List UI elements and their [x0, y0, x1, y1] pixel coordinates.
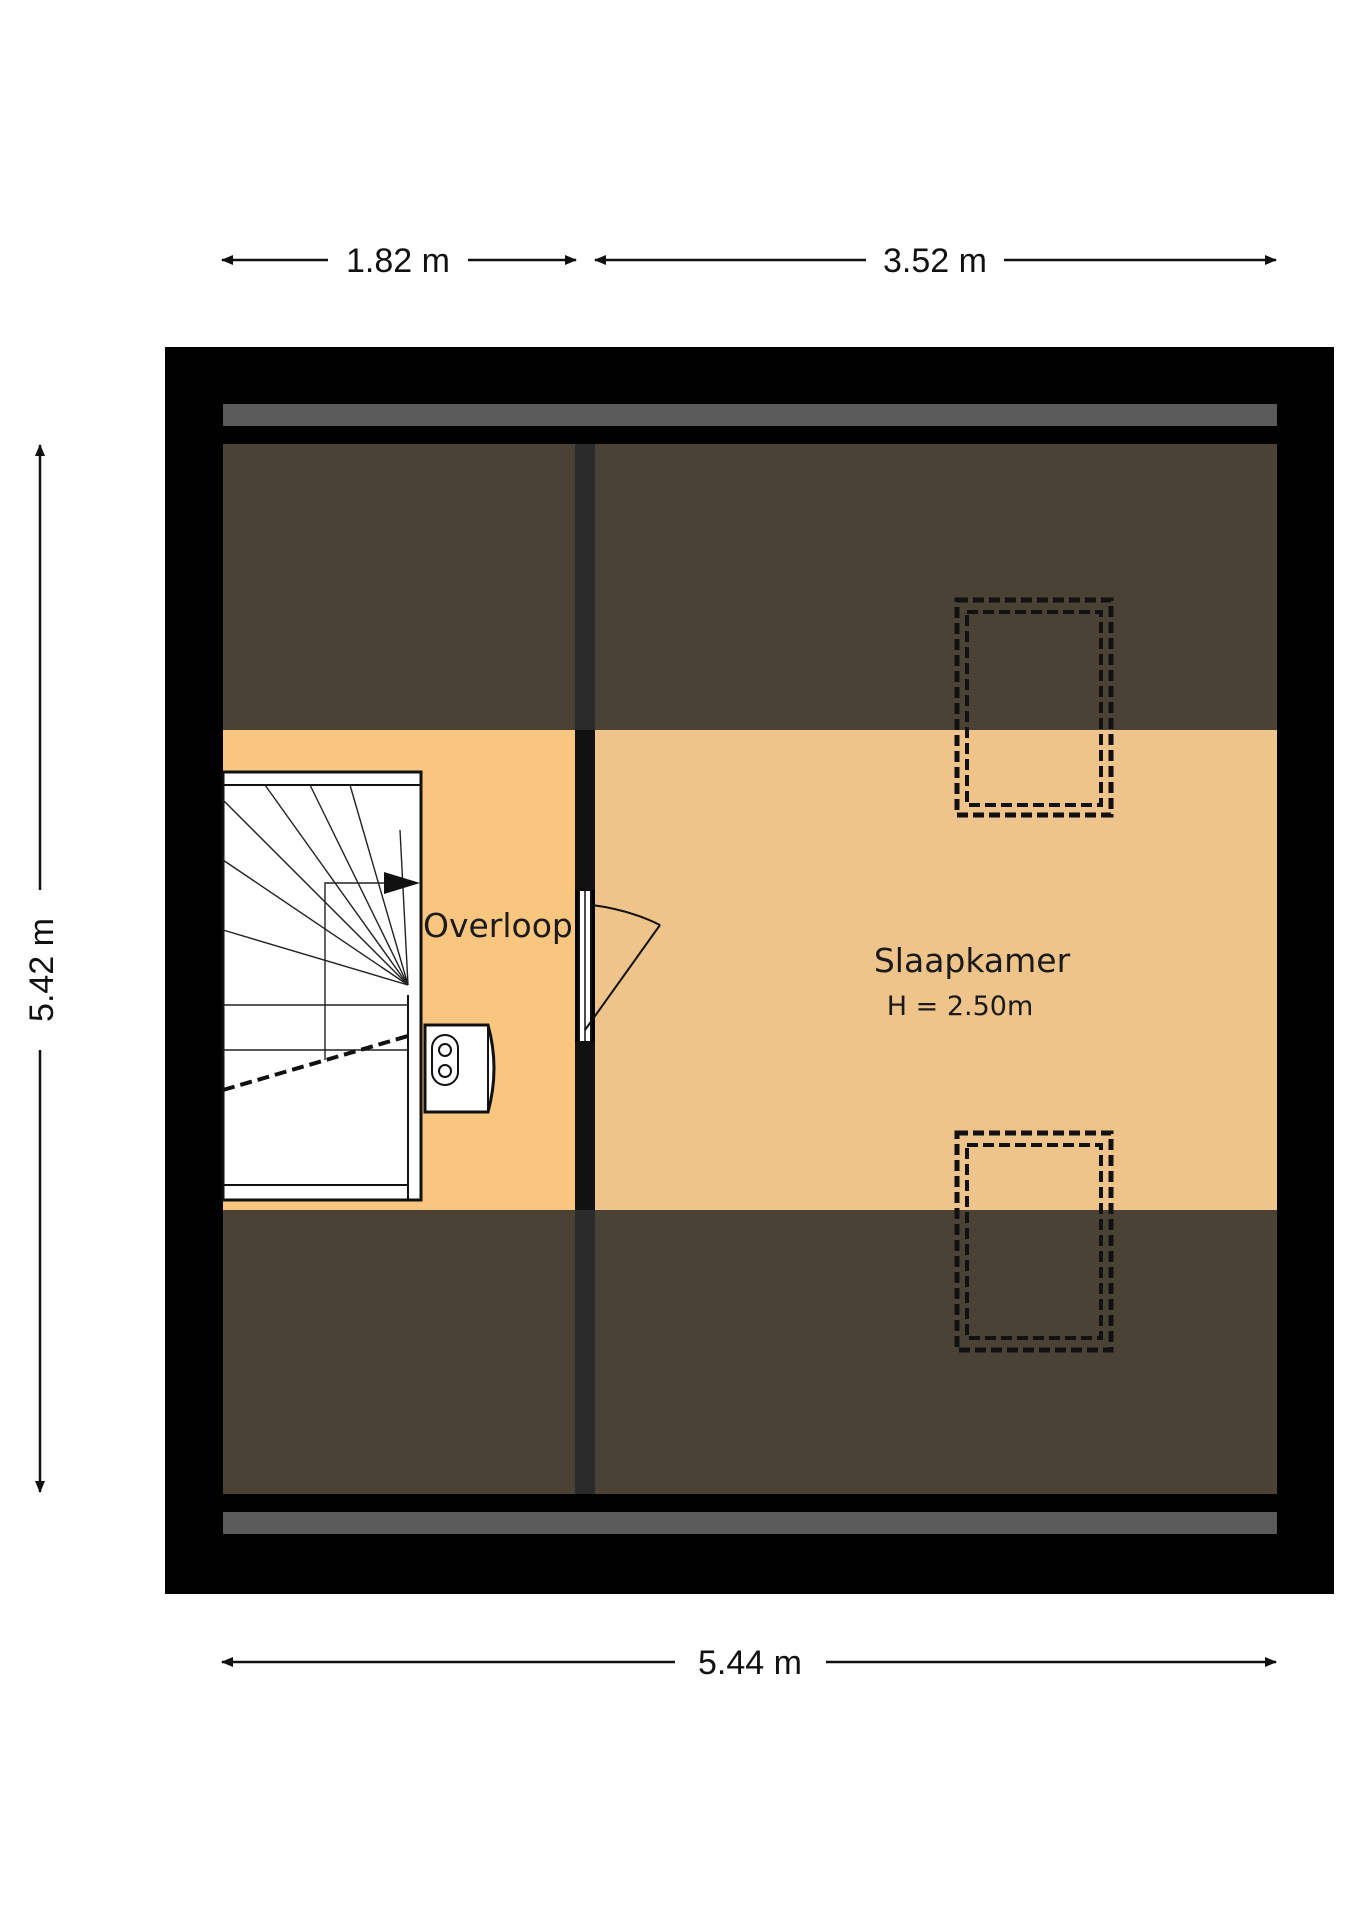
staircase [221, 770, 423, 1202]
dimension-top-right: 3.52 m [594, 242, 1277, 280]
dimension-top-left: 1.82 m [221, 242, 577, 280]
skylight-top [954, 597, 1114, 818]
dimension-label-left: 5.42 m [23, 918, 61, 1022]
dimension-left: 5.42 m [23, 444, 61, 1493]
room-label-bedroom: Slaapkamer [874, 941, 1071, 980]
room-height-bedroom: H = 2.50m [887, 991, 1034, 1022]
door [578, 889, 661, 1043]
interior-wall-mid-top [575, 730, 595, 890]
dimension-label-top-left: 1.82 m [346, 242, 450, 280]
eave-band-top [223, 404, 1277, 426]
roof-slope-top-right [595, 444, 1277, 730]
dimension-label-bottom: 5.44 m [698, 1644, 802, 1682]
roof-slope-bottom-left [223, 1210, 575, 1494]
interior-wall-upper [575, 444, 595, 730]
interior-wall-mid-bottom [575, 1042, 595, 1210]
skylight-bottom [954, 1130, 1114, 1353]
dimension-label-top-right: 3.52 m [883, 242, 987, 280]
stair-direction-arrow-icon [384, 872, 420, 894]
eave-band-bottom [223, 1512, 1277, 1534]
room-label-landing: Overloop [423, 906, 573, 945]
boiler-unit [423, 1023, 496, 1114]
bedroom-floor [595, 730, 1277, 1210]
interior-wall-lower [575, 1210, 595, 1494]
dimension-bottom: 5.44 m [221, 1644, 1277, 1682]
roof-slope-bottom-right [595, 1210, 1277, 1494]
roof-slope-top-left [223, 444, 575, 730]
